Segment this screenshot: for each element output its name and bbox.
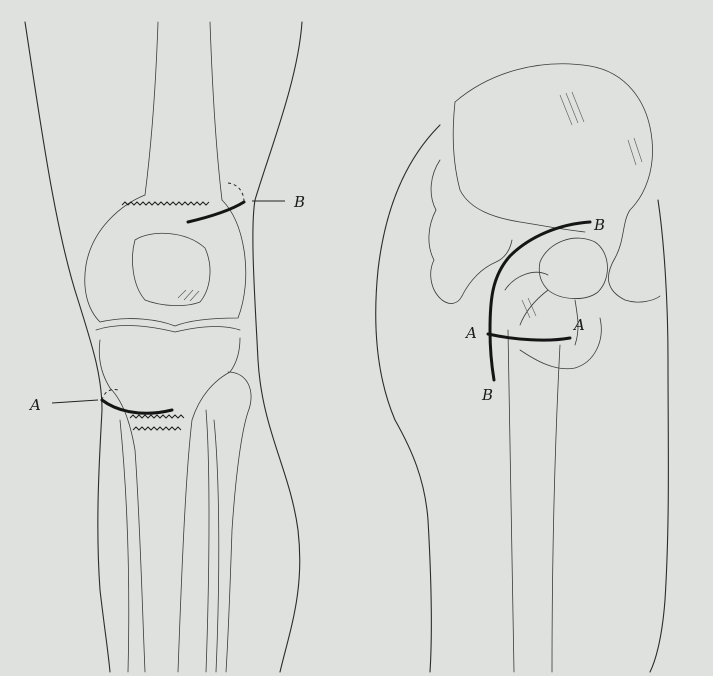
sacrum-edge <box>429 160 462 303</box>
femur-shaft-hip <box>508 330 560 672</box>
knee-incision-a <box>102 400 172 413</box>
hip-body-outline-left <box>376 125 440 672</box>
knee-joint-line <box>96 326 240 332</box>
patella-hatching <box>178 290 199 301</box>
knee-label-b: B <box>293 193 305 211</box>
tibia-medial-edge <box>120 420 129 672</box>
hip-label-a-left: A <box>464 324 477 342</box>
patella <box>132 233 210 305</box>
fibula <box>206 372 251 672</box>
hip-label-b-top: B <box>593 216 605 234</box>
knee-incision-b <box>188 202 244 222</box>
knee-incision-b-dashed <box>228 183 244 202</box>
hip-figure: B A A B <box>376 64 669 672</box>
ilium <box>455 64 660 302</box>
fibula-inner <box>214 420 219 672</box>
knee-leg-outline-left <box>25 22 110 672</box>
hip-label-a-right: A <box>572 316 585 334</box>
tibia <box>99 338 240 672</box>
femur-saw-line <box>122 202 209 205</box>
tibia-saw-line-lower <box>133 427 181 430</box>
hip-body-outline-right <box>650 200 668 672</box>
knee-label-a: A <box>28 396 41 414</box>
knee-leg-outline-right <box>253 22 302 672</box>
tibia-saw-line-upper <box>130 415 184 418</box>
hip-label-b-bottom: B <box>481 386 493 404</box>
ilium-inner <box>453 102 585 232</box>
pelvis-hatching <box>522 92 642 318</box>
femur-shaft <box>145 22 222 200</box>
hip-incision-a <box>488 334 570 340</box>
femoral-head <box>539 238 607 298</box>
pubis <box>462 240 512 296</box>
knee-label-a-leader <box>52 400 98 403</box>
ischium <box>520 318 601 369</box>
femoral-condyles <box>85 195 246 326</box>
knee-figure: B A <box>25 22 305 672</box>
